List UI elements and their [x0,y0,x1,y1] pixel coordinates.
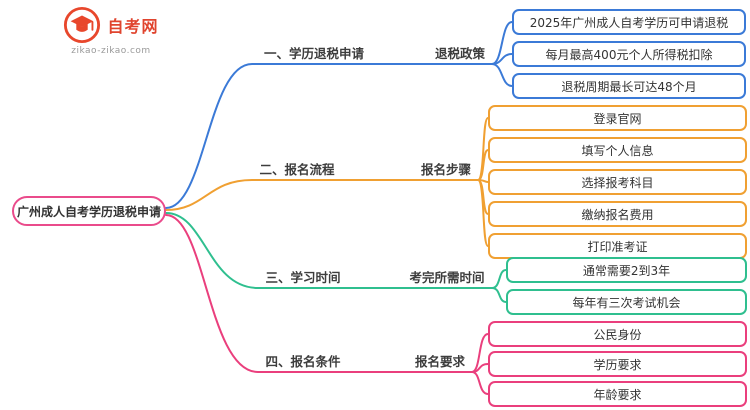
leaf-node[interactable]: 公民身份 [488,321,747,347]
logo-row: 自考网 [63,6,158,44]
leaf-node[interactable]: 填写个人信息 [488,137,747,163]
leaf-node[interactable]: 退税周期最长可达48个月 [512,73,746,99]
leaf-node[interactable]: 2025年广州成人自考学历可申请退税 [512,9,746,35]
leaf-node[interactable]: 登录官网 [488,105,747,131]
branch-1-label[interactable]: 一、学历退税申请 [263,46,364,61]
leaf-node[interactable]: 选择报考科目 [488,169,747,195]
leaf-node[interactable]: 学历要求 [488,351,747,377]
logo-subtitle: zikao-zikao.com [71,46,151,56]
logo: 自考网 zikao-zikao.com [52,6,170,56]
leaf-node[interactable]: 缴纳报名费用 [488,201,747,227]
branch-2-sub-label[interactable]: 报名步骤 [420,162,471,177]
leaf-node[interactable]: 通常需要2到3年 [506,257,747,283]
logo-title: 自考网 [107,17,159,36]
leaf-node[interactable]: 年龄要求 [488,381,747,407]
branch-2-connectors [165,117,489,247]
branch-4-sub-label[interactable]: 报名要求 [414,354,465,369]
leaf-node[interactable]: 每月最高400元个人所得税扣除 [512,41,746,67]
branch-3-label[interactable]: 三、学习时间 [265,270,341,285]
leaf-node[interactable]: 打印准考证 [488,233,747,259]
branch-3-sub-label[interactable]: 考完所需时间 [409,270,485,285]
branch-4-connectors [165,214,489,395]
leaf-node[interactable]: 每年有三次考试机会 [506,289,747,315]
branch-1-connectors [165,21,513,209]
graduation-cap-icon [64,6,101,44]
root-node[interactable]: 广州成人自考学历退税申请 [12,196,166,226]
branch-3-connectors [165,212,507,303]
branch-4-label[interactable]: 四、报名条件 [265,354,341,369]
branch-1-sub-label[interactable]: 退税政策 [434,46,485,61]
branch-2-label[interactable]: 二、报名流程 [259,162,335,177]
